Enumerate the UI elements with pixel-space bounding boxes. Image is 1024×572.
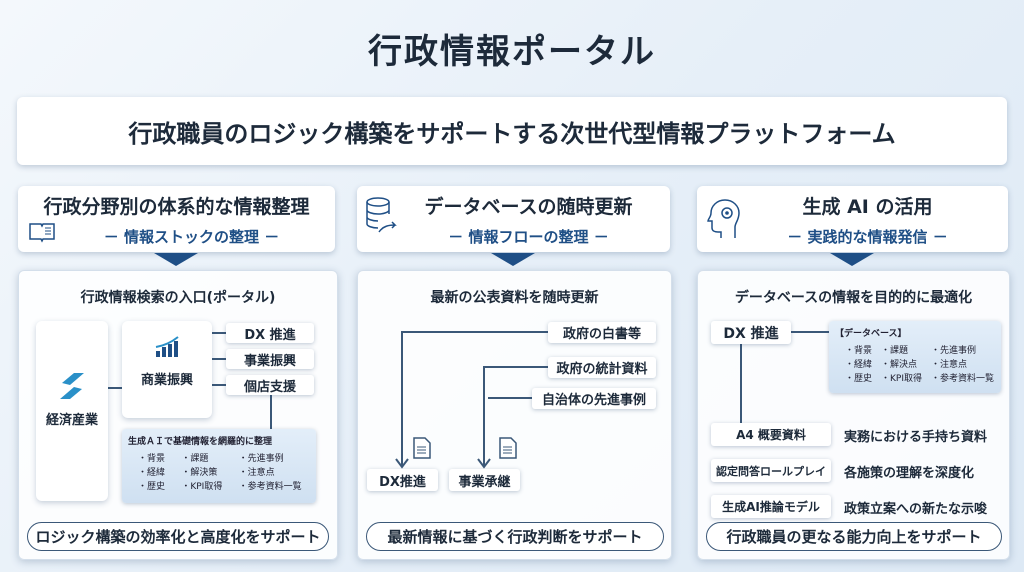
leaf-jigyo[interactable]: 事業振興 [226, 349, 314, 369]
database-icon [366, 197, 397, 233]
ai-box-title: 生成ＡＩで基礎情報を網羅的に整理 [128, 437, 273, 447]
connector-lines [395, 331, 548, 469]
bullet-item: ・経緯 [138, 468, 166, 478]
column-heading: 生成 AI の活用 [802, 196, 933, 218]
output-description: 実務における手持ち資料 [844, 430, 988, 445]
db-box-title: 【データベース】 [835, 329, 907, 339]
bullet-item: ・経緯 [845, 360, 873, 370]
panel-title: 最新の公表資料を随時更新 [430, 290, 599, 306]
output-description: 政策立案への新たな示唆 [844, 502, 988, 517]
bullet-item: ・解決点 [881, 360, 918, 370]
column-heading: 行政分野別の体系的な情報整理 [43, 196, 310, 218]
book-icon [29, 223, 55, 243]
document-icon [499, 437, 517, 459]
panel-portal: 行政情報検索の入口(ポータル) 経済産業 商業振興 DX 推進 事業振興 個店支… [18, 270, 338, 560]
page-title: 行政情報ポータル [368, 31, 656, 72]
arrow-down-icon [154, 253, 198, 266]
leaf-kotens[interactable]: 個店支援 [226, 375, 314, 395]
bullet-item: ・先進事例 [238, 454, 284, 464]
node-keizai-sangyo[interactable]: 経済産業 [36, 321, 108, 501]
output-label[interactable]: A4 概要資料 [711, 423, 831, 446]
bullet-item: ・解決策 [181, 468, 218, 478]
subtitle-text: 行政職員のロジック構築をサポートする次世代型情報プラットフォーム [128, 119, 896, 148]
ai-summary-box: 生成ＡＩで基礎情報を網羅的に整理 ・背景 ・課題 ・先進事例・経緯 ・解決策 ・注意点・… [122, 429, 316, 503]
node-label: 商業振興 [140, 373, 193, 388]
connector-lines [740, 331, 829, 424]
column-subheading: － 実践的な情報発信 － [787, 228, 948, 246]
connector-lines [108, 332, 272, 429]
output-description: 各施策の理解を深度化 [844, 466, 975, 481]
subtitle-banner: 行政職員のロジック構築をサポートする次世代型情報プラットフォーム [17, 97, 1007, 165]
arrow-down-icon [830, 253, 874, 266]
source-jichitai[interactable]: 自治体の先進事例 [532, 388, 656, 409]
footer-pill: 行政職員の更なる能力向上をサポート [706, 522, 1002, 551]
node-shogyo-shinko[interactable]: 商業振興 [122, 321, 212, 418]
document-icon [413, 437, 431, 459]
bullet-item: ・注意点 [930, 360, 967, 370]
column-header-ai: 生成 AI の活用 － 実践的な情報発信 － [697, 186, 1008, 252]
logo-s-icon [60, 373, 84, 399]
bullet-item: ・背景 [138, 454, 166, 464]
source-hakusho[interactable]: 政府の白書等 [548, 322, 656, 343]
bullet-item: ・課題 [881, 346, 909, 356]
source-tokei[interactable]: 政府の統計資料 [548, 357, 656, 378]
column-header-flow: データベースの随時更新 － 情報フローの整理 － [357, 186, 670, 252]
target-dx[interactable]: DX推進 [367, 469, 438, 491]
panel-title: データベースの情報を目的的に最適化 [734, 290, 973, 306]
node-label: 経済産業 [45, 413, 98, 428]
bullet-item: ・参考資料一覧 [930, 374, 994, 384]
bullet-item: ・参考資料一覧 [238, 482, 302, 492]
panel-ai: データベースの情報を目的的に最適化 DX 推進 【データベース】 ・背景・課題・… [697, 270, 1010, 560]
bullet-item: ・歴史 [845, 374, 873, 384]
bar-chart-icon [155, 336, 179, 357]
footer-pill: 最新情報に基づく行政判断をサポート [366, 522, 664, 551]
arrow-down-icon [491, 253, 535, 266]
column-subheading: － 情報ストックの整理 － [103, 228, 280, 246]
brain-gear-icon [707, 199, 740, 238]
panel-title: 行政情報検索の入口(ポータル) [80, 290, 276, 306]
bullet-item: ・KPI取得 [181, 482, 223, 492]
footer-pill: ロジック構築の効率化と高度化をサポート [27, 522, 329, 551]
output-label[interactable]: 認定問答ロールプレイ [711, 459, 831, 482]
column-heading: データベースの随時更新 [424, 196, 633, 218]
bullet-item: ・先進事例 [930, 346, 976, 356]
bullet-item: ・注意点 [238, 468, 275, 478]
column-header-stock: 行政分野別の体系的な情報整理 － 情報ストックの整理 － [18, 186, 335, 252]
bullet-item: ・背景 [845, 346, 873, 356]
database-box: 【データベース】 ・背景・課題 ・先進事例・経緯・解決点 ・注意点・歴史・KPI取得… [829, 321, 1001, 393]
output-label[interactable]: 生成AI推論モデル [711, 495, 831, 518]
bullet-item: ・課題 [181, 454, 209, 464]
bullet-item: ・歴史 [138, 482, 166, 492]
bullet-item: ・KPI取得 [881, 374, 922, 384]
panel-database: 最新の公表資料を随時更新 政府の白書等 政府の統計資料 自治体の先進事例 DX推… [357, 270, 672, 560]
leaf-dx[interactable]: DX 推進 [226, 323, 314, 343]
column-subheading: － 情報フローの整理 － [448, 228, 609, 246]
root-dx[interactable]: DX 推進 [711, 321, 791, 344]
target-jigyo-shokei[interactable]: 事業承継 [449, 469, 520, 491]
